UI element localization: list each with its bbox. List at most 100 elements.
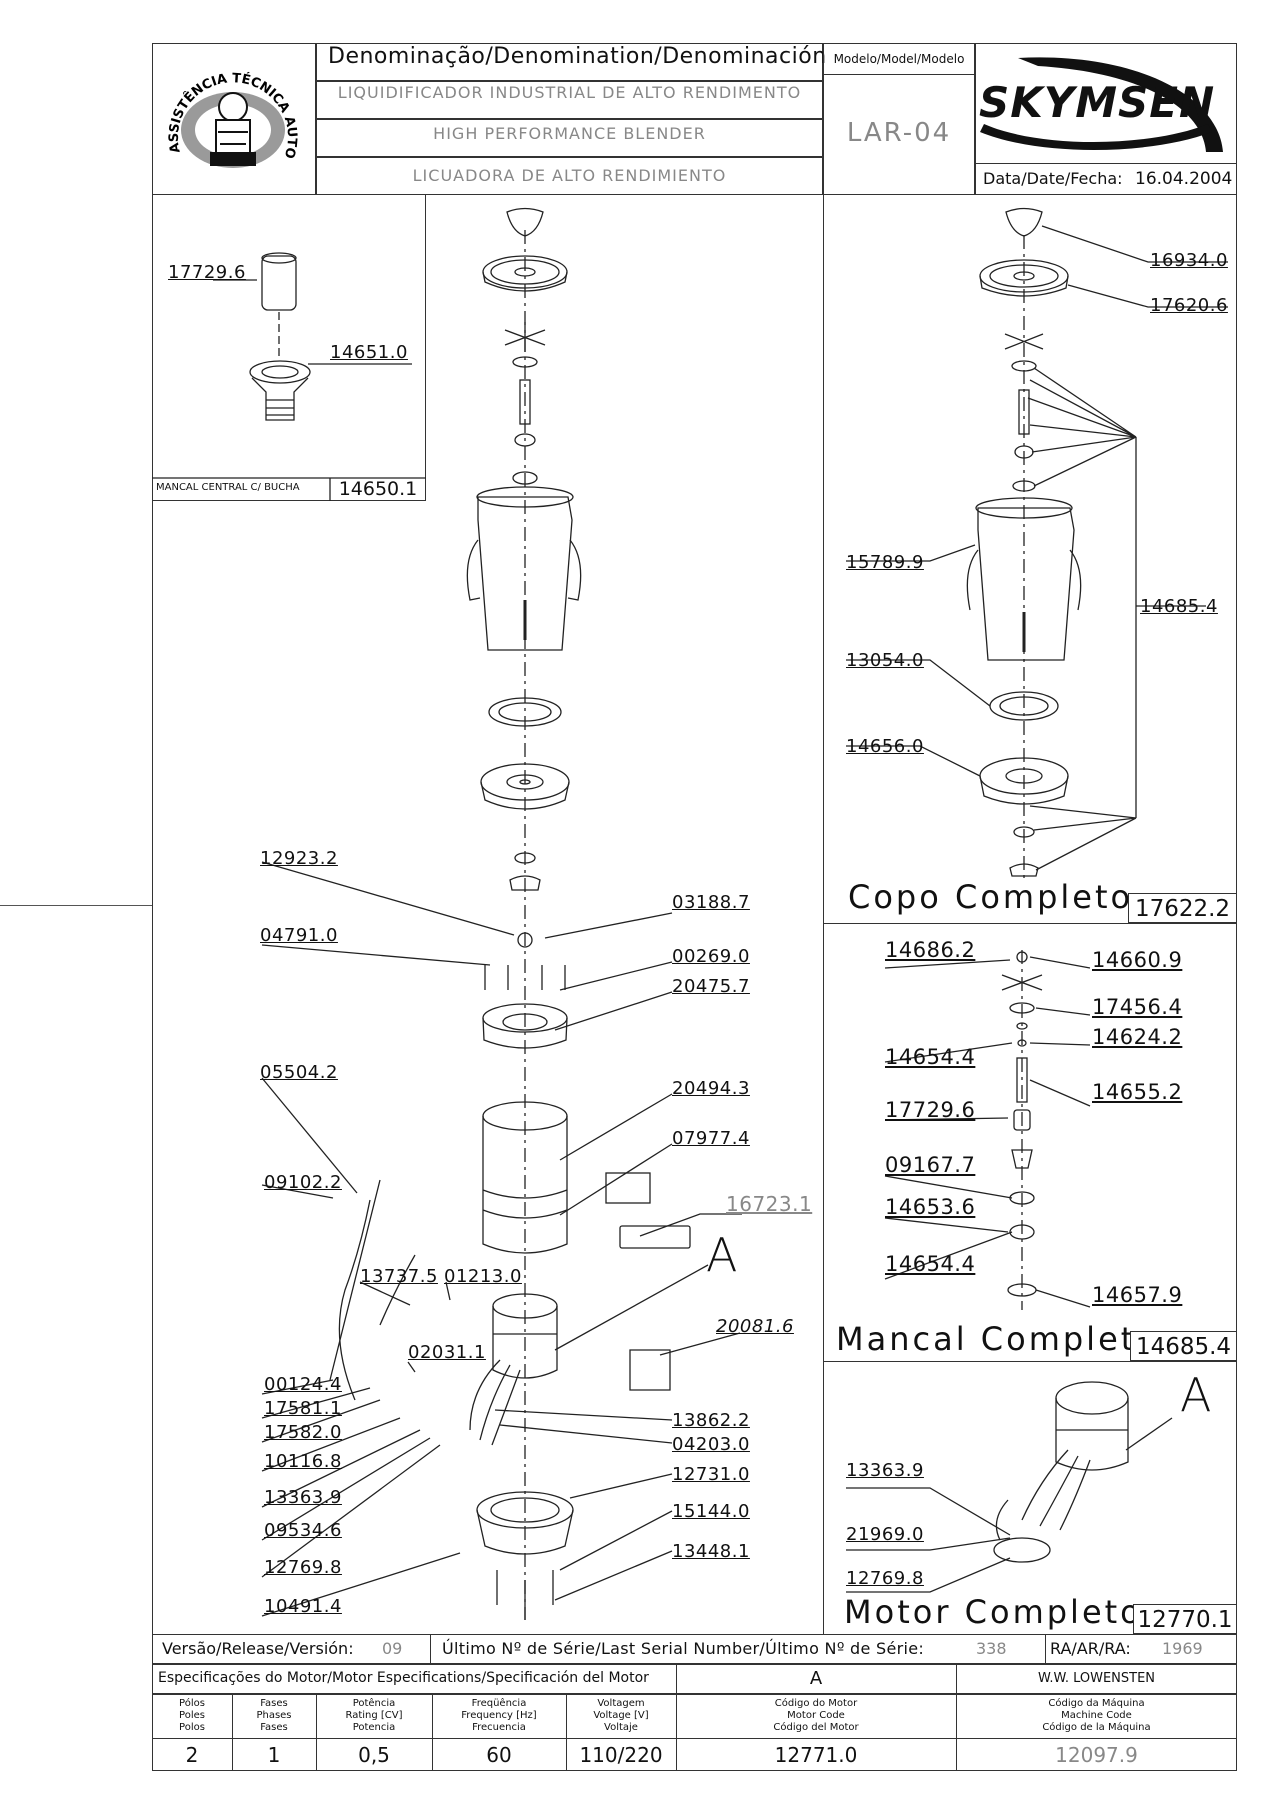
bearing-section-code: 14685.4 [1130,1331,1237,1361]
bearing-part-label-right-3: 14624.2 [1092,1025,1183,1049]
inset-box-border [152,195,426,501]
date-label: Data/Date/Fecha: [983,169,1123,188]
bearing-part-label-left-3: 17729.6 [885,1098,976,1122]
name-es-cell [316,157,823,195]
cup-section-title: Copo Completo [848,878,1134,916]
skymsen-logo [978,52,1234,156]
cup-part-label-3: 15789.9 [846,552,924,573]
part-label-left-11: 10116.8 [264,1451,342,1472]
model-value: LAR-04 [846,118,952,148]
part-label-right-10: 12731.0 [672,1464,750,1485]
part-label-right-12: 13448.1 [672,1541,750,1562]
part-label-right-7: 20081.6 [716,1316,794,1337]
part-label-left-2: 04791.0 [260,925,338,946]
detail-marker-a: A [706,1228,738,1282]
ra-label: RA/AR/RA: [1050,1639,1131,1658]
part-label-right-9: 04203.0 [672,1434,750,1455]
cup-part-label-2: 17620.6 [1150,295,1228,316]
motor-part-label-2: 21969.0 [846,1524,924,1545]
seal-cell [152,43,316,195]
bearing-part-label-left-5: 14653.6 [885,1195,976,1219]
part-label-right-1: 03188.7 [672,892,750,913]
part-label-left-14: 12769.8 [264,1557,342,1578]
bearing-part-label-right-2: 17456.4 [1092,995,1183,1019]
part-label-right-6: 16723.1 [726,1192,813,1216]
ra-value: 1969 [1162,1639,1203,1658]
drafter-name: W.W. LOWENSTEN [1037,1671,1156,1686]
part-label-inset-1: 17729.6 [168,262,246,283]
part-label-inset-2: 14651.0 [330,342,408,363]
bearing-part-label-right-5: 14657.9 [1092,1283,1183,1307]
cup-section-code: 17622.2 [1128,893,1237,923]
bearing-part-label-right-1: 14660.9 [1092,948,1183,972]
product-name-en: HIGH PERFORMANCE BLENDER [433,124,706,143]
cup-part-label-1: 16934.0 [1150,250,1228,271]
motor-part-label-3: 12769.8 [846,1568,924,1589]
motor-part-label-1: 13363.9 [846,1460,924,1481]
spec-voltage-value: 110/220 [579,1743,663,1767]
denomination-label: Denominação/Denomination/Denominación [328,44,827,69]
part-label-left-5: 13737.5 [360,1266,438,1287]
bearing-part-label-right-4: 14655.2 [1092,1080,1183,1104]
name-pt-cell [316,81,823,119]
part-label-left-12: 13363.9 [264,1487,342,1508]
part-label-right-3: 20475.7 [672,976,750,997]
part-label-left-7: 02031.1 [408,1342,486,1363]
model-label: Modelo/Model/Modelo [833,52,965,66]
cup-part-label-6: 14656.0 [846,736,924,757]
cup-part-label-4: 14685.4 [1140,596,1218,617]
motor-section-code: 12770.1 [1133,1604,1237,1634]
part-label-right-5: 07977.4 [672,1128,750,1149]
product-name-pt: LIQUIDIFICADOR INDUSTRIAL DE ALTO RENDIM… [337,83,802,102]
bearing-part-label-left-1: 14686.2 [885,938,976,962]
denomination-label-cell [316,43,823,81]
left-margin-line [0,905,153,906]
part-label-left-8: 00124.4 [264,1374,342,1395]
spec-machine-code-value: 12097.9 [1055,1743,1138,1767]
part-label-left-10: 17582.0 [264,1422,342,1443]
product-name-es: LICUADORA DE ALTO RENDIMIENTO [412,166,727,185]
brand-name: SKYMSEN [979,78,1216,127]
cup-part-label-5: 13054.0 [846,650,924,671]
version-value: 09 [382,1639,403,1658]
inset-caption: MANCAL CENTRAL C/ BUCHA [156,482,300,493]
brand-cell [975,43,1237,195]
part-label-left-4: 09102.2 [264,1172,342,1193]
spec-label: Especificações do Motor/Motor Especifica… [158,1670,649,1686]
bearing-part-label-left-2: 14654.4 [885,1045,976,1069]
spec-motor-code-value: 12771.0 [774,1743,858,1767]
serial-label: Último Nº de Série/Last Serial Number/Úl… [442,1639,925,1658]
version-label: Versão/Release/Versión: [162,1639,354,1658]
spec-poles-value: 2 [185,1743,199,1767]
part-label-left-1: 12923.2 [260,848,338,869]
motor-detail-marker-a: A [1180,1368,1212,1422]
part-label-right-4: 20494.3 [672,1078,750,1099]
bearing-part-label-left-4: 09167.7 [885,1153,976,1177]
part-label-right-11: 15144.0 [672,1501,750,1522]
authorized-seal-logo: ASSISTÊNCIA TÉCNICA AUTORIZADA [158,52,308,187]
footer-version-row [152,1634,1237,1664]
spec-phases-value: 1 [267,1743,281,1767]
part-label-left-6: 01213.0 [444,1266,522,1287]
bearing-part-label-left-6: 14654.4 [885,1252,976,1276]
part-label-left-13: 09534.6 [264,1520,342,1541]
part-label-left-9: 17581.1 [264,1398,342,1419]
name-en-cell [316,119,823,157]
footer-spec-row [152,1664,1237,1694]
date-value: 16.04.2004 [1135,169,1233,189]
motor-section-title: Motor Completo [844,1593,1143,1631]
footer-spec-table [152,1694,1237,1771]
inset-code: 14650.1 [338,478,418,500]
part-label-right-2: 00269.0 [672,946,750,967]
spec-frequency-value: 60 [486,1743,512,1767]
serial-value: 338 [976,1639,1007,1658]
model-cell [823,43,975,195]
part-label-right-8: 13862.2 [672,1410,750,1431]
